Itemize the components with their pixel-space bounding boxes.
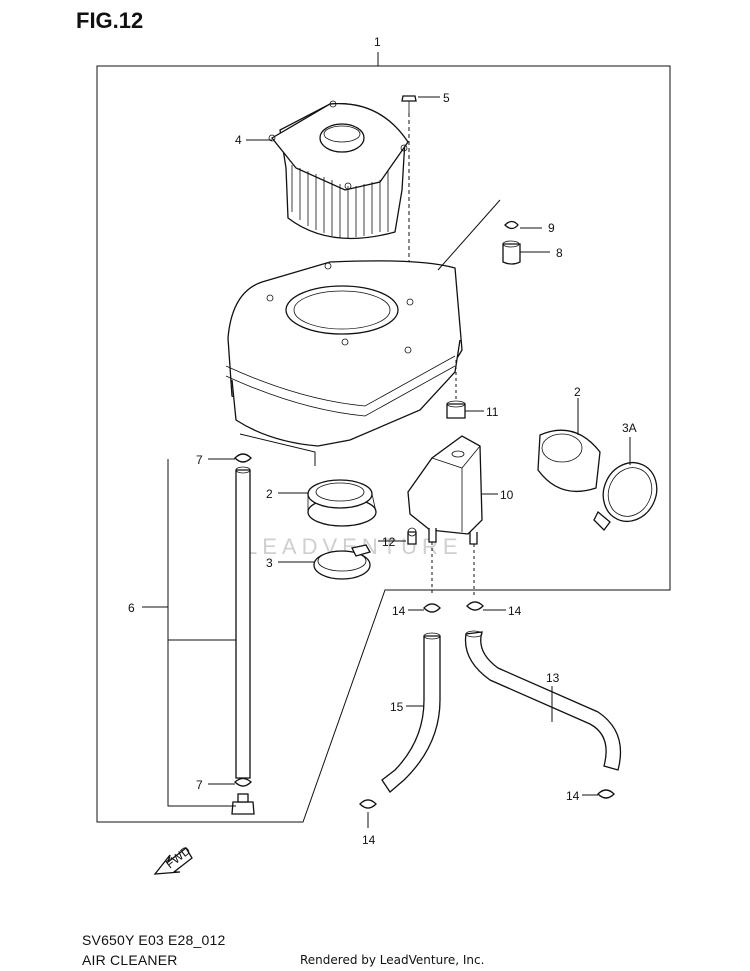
grommet-11: [446, 360, 466, 419]
callout-15: 15: [390, 700, 404, 714]
callout-14-right: 14: [508, 604, 522, 618]
callout-11: 11: [486, 405, 499, 419]
callout-3a: 3A: [622, 421, 637, 435]
figure-title: FIG.12: [76, 8, 144, 33]
render-credit: Rendered by LeadVenture, Inc.: [300, 953, 485, 967]
callout-9: 9: [548, 221, 555, 235]
callout-10: 10: [500, 488, 514, 502]
callout-14-bottom: 14: [362, 833, 376, 847]
clip-9: [504, 220, 519, 230]
section-name: AIR CLEANER: [82, 952, 178, 968]
filter-element: [268, 100, 409, 240]
drain-hose-6: [231, 453, 255, 815]
hose-15: [381, 632, 441, 793]
callout-4: 4: [235, 133, 242, 147]
callout-2-left: 2: [266, 487, 273, 501]
assembly-outline: [96, 65, 671, 823]
callout-14-left: 14: [392, 604, 406, 618]
air-cleaner-housing: [225, 199, 501, 466]
hose-clip-14: [359, 601, 615, 809]
callout-1: 1: [374, 35, 381, 49]
callout-14-lower-right: 14: [566, 789, 580, 803]
cap-8: [502, 240, 521, 265]
callout-6: 6: [128, 601, 135, 615]
callout-7-top: 7: [196, 453, 203, 467]
callout-labels: 1 4 5 9 8 11 2 3A 7 2 10 12 3 6 14 14 13…: [128, 35, 637, 847]
callout-5: 5: [443, 91, 450, 105]
intake-boot-right: [537, 429, 601, 492]
model-code: SV650Y E03 E28_012: [82, 932, 226, 948]
hose-clamp: [313, 544, 371, 580]
callout-7-bottom: 7: [196, 778, 203, 792]
callout-13: 13: [546, 671, 560, 685]
callout-12: 12: [382, 535, 396, 549]
hose-13: [464, 630, 622, 771]
leader-lines: [142, 52, 631, 828]
hose-clamp-3a: [593, 462, 658, 531]
screw-12: [407, 527, 417, 545]
callout-2-right: 2: [574, 385, 581, 399]
callout-8: 8: [556, 246, 563, 260]
callout-3: 3: [266, 556, 273, 570]
forward-arrow-icon: FWD: [153, 843, 193, 875]
drain-tank: [407, 435, 483, 595]
intake-boot-left: [307, 479, 377, 527]
